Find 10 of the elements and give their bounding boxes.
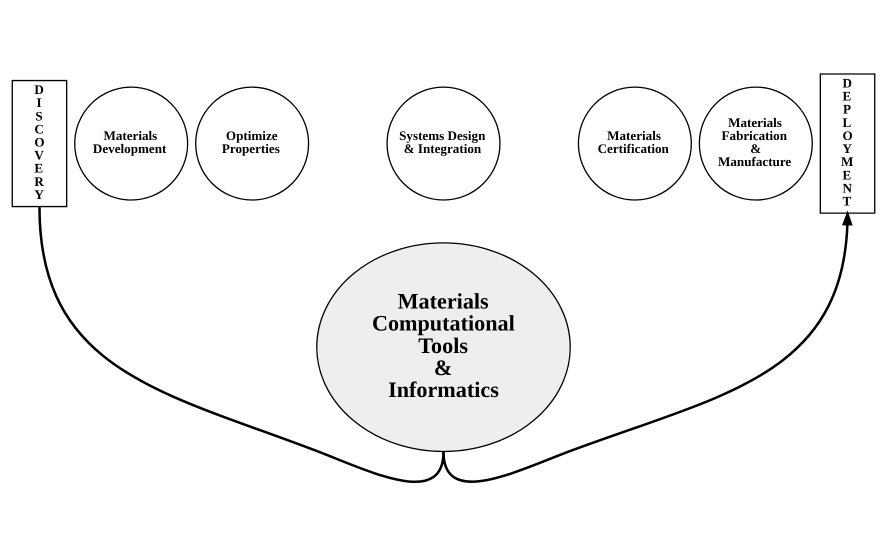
node-circle: Materials Certification xyxy=(578,86,692,200)
node-circle: Optimize Properties xyxy=(195,86,310,200)
node-circle: Materials Fabrication & Manufacture xyxy=(698,86,813,200)
connector xyxy=(38,206,445,482)
node-box: DISCOVERY xyxy=(12,79,68,207)
node-circle: Materials Development xyxy=(74,86,188,200)
node-ellipse: Materials Computational Tools & Informatics xyxy=(316,242,571,452)
node-box: DEPLOYMENT xyxy=(820,72,876,214)
node-circle: Systems Design & Integration xyxy=(386,86,501,200)
arrow xyxy=(442,210,853,482)
